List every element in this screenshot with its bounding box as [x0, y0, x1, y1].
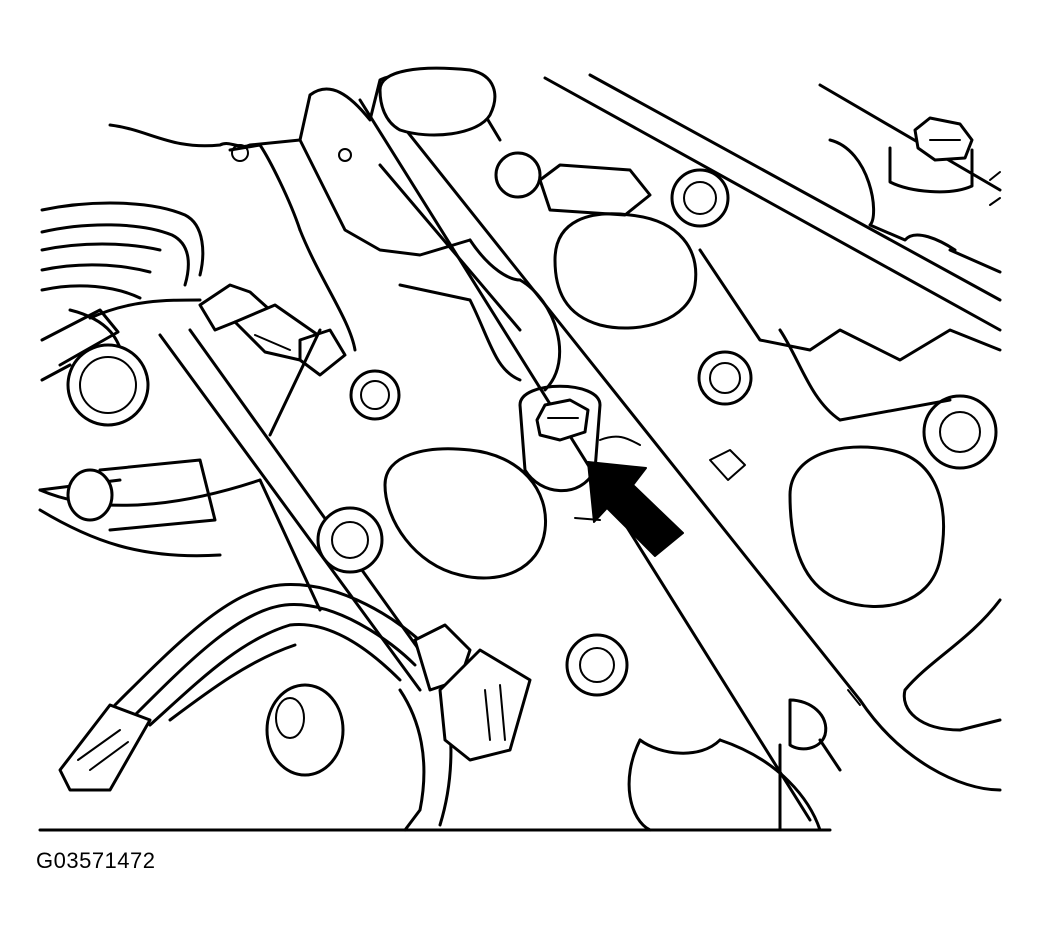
- manifold-right-section: [538, 163, 1002, 792]
- sensor-connector-lower: [413, 623, 532, 762]
- sensor-connector-upper: [198, 283, 347, 377]
- manifold-bolt-holes: [231, 144, 998, 697]
- wiring-harness-upper-left: [40, 201, 205, 427]
- flange-bolt-top-right: [888, 116, 974, 194]
- lower-boss: [38, 458, 345, 777]
- wiring-harness-lower: [58, 583, 453, 832]
- cylinder-head-outline: [543, 73, 1002, 332]
- figure-id-label: G03571472: [36, 848, 156, 873]
- callout-arrow: [587, 461, 684, 557]
- lower-right-pipes: [627, 689, 861, 832]
- intake-ports: [378, 66, 945, 608]
- fuel-rail-bolt: [518, 384, 641, 521]
